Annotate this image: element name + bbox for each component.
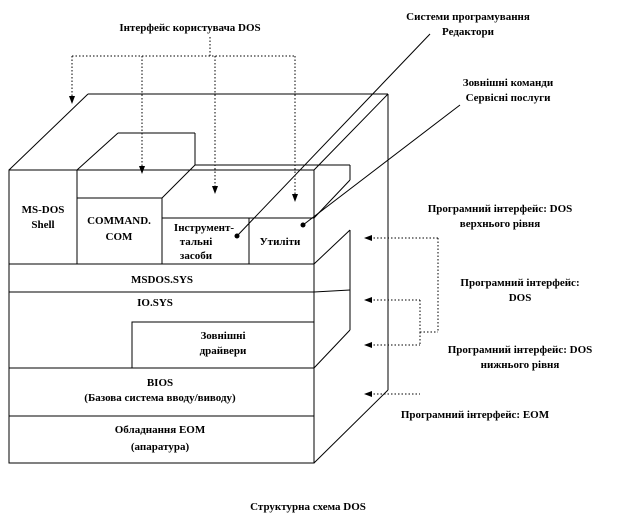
prog-systems-label-1: Системи програмування xyxy=(406,11,530,23)
command-com-label-1: COMMAND. xyxy=(87,215,151,227)
command-com-label-2: COM xyxy=(106,231,134,243)
callout-pointers xyxy=(236,33,461,237)
api-upper-label-1: Програмний інтерфейс: DOS xyxy=(428,203,573,215)
msdos-shell-label-1: MS-DOS xyxy=(22,204,65,216)
api-eom-label: Програмний інтерфейс: ЕОМ xyxy=(401,409,550,421)
msdos-shell-label-2: Shell xyxy=(31,219,54,231)
box-structure xyxy=(8,93,389,464)
hardware-label-1: Обладнання ЕОМ xyxy=(115,424,206,436)
tools-label-2: тальні xyxy=(180,236,213,248)
api-dos-label-2: DOS xyxy=(509,292,532,304)
api-dos-label-1: Програмний інтерфейс: xyxy=(460,277,579,289)
api-upper-label-2: верхнього рівня xyxy=(460,218,541,230)
bios-label-1: BIOS xyxy=(147,377,173,389)
utilities-pointer-dot xyxy=(300,222,306,228)
ext-drivers-label-2: драйвери xyxy=(200,345,247,357)
msdos-sys-label: MSDOS.SYS xyxy=(131,274,193,286)
utilities-label: Утиліти xyxy=(260,236,301,248)
tools-label-3: засоби xyxy=(180,250,213,262)
hardware-label-2: (апаратура) xyxy=(131,441,190,453)
interface-arrows xyxy=(364,235,372,397)
user-interface-label: Інтерфейс користувача DOS xyxy=(119,22,260,34)
io-sys-label: IO.SYS xyxy=(137,297,173,309)
front-face xyxy=(8,169,315,464)
interface-lines xyxy=(370,237,439,395)
tools-pointer-dot xyxy=(234,233,240,239)
user-interface-lines xyxy=(71,37,296,196)
external-cmds-label-2: Сервісні послуги xyxy=(466,92,551,104)
prog-systems-label-2: Редактори xyxy=(442,26,495,38)
bios-label-2: (Базова система вводу/виводу) xyxy=(84,392,236,404)
side-steps xyxy=(313,229,351,369)
api-lower-label-2: нижнього рівня xyxy=(481,359,560,371)
tools-label-1: Інструмент- xyxy=(174,222,234,234)
api-lower-label-1: Програмний інтерфейс: DOS xyxy=(448,344,593,356)
user-interface-arrows xyxy=(69,96,298,202)
external-cmds-label-1: Зовнішні команди xyxy=(463,77,554,89)
diagram-title: Структурна схема DOS xyxy=(250,501,366,513)
ext-drivers-label-1: Зовнішні xyxy=(200,330,245,342)
